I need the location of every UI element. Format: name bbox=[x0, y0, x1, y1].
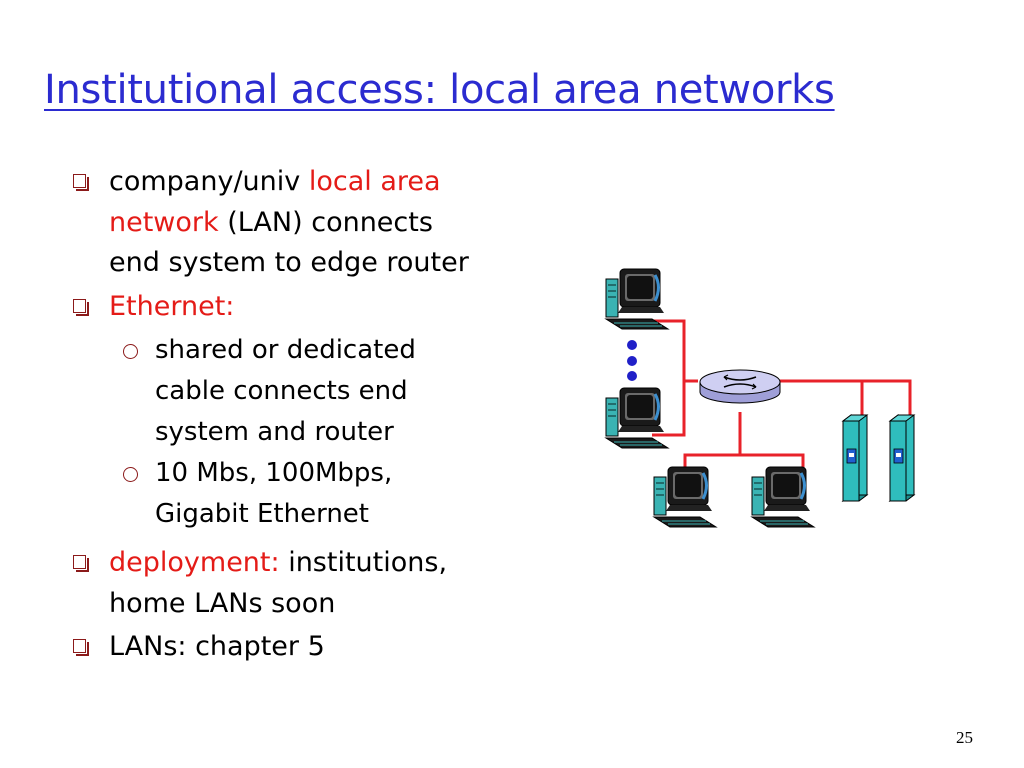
circle-bullet-icon bbox=[123, 467, 138, 482]
page-number: 25 bbox=[956, 728, 973, 747]
subbullet-speeds-line1: 10 Mbs, 100Mbps, bbox=[155, 458, 393, 488]
square-bullet-icon bbox=[73, 555, 89, 572]
bullet-lan-line1a: company/univ bbox=[109, 166, 309, 197]
subbullet-speeds-line2: Gigabit Ethernet bbox=[155, 499, 369, 529]
lan-diagram bbox=[604, 267, 915, 529]
bullet-deployment: deployment: institutions, home LANs soon bbox=[72, 543, 552, 624]
bullet-lan-term-a: local area bbox=[308, 166, 441, 197]
bullet-lan-line3: end system to edge router bbox=[109, 247, 469, 278]
bullet-lan-term-b: network bbox=[109, 206, 219, 238]
ellipsis-dots bbox=[627, 340, 637, 381]
subbullet-cable-line3: system and router bbox=[155, 417, 394, 447]
router-icon bbox=[699, 369, 781, 404]
slide-title: Institutional access: local area network… bbox=[44, 67, 835, 113]
bullet-list: company/univ local area network (LAN) co… bbox=[72, 162, 552, 668]
subbullet-cable-line2: cable connects end bbox=[155, 376, 408, 406]
circle-bullet-icon bbox=[123, 344, 138, 359]
bullet-lan: company/univ local area network (LAN) co… bbox=[72, 162, 552, 284]
bullet-deployment-label: deployment: bbox=[109, 547, 280, 578]
bullet-deployment-line2: home LANs soon bbox=[109, 587, 336, 619]
subbullet-cable: shared or dedicated cable connects end s… bbox=[72, 330, 552, 453]
cable-lines bbox=[652, 319, 912, 477]
bullet-deployment-line1: institutions, bbox=[279, 547, 448, 578]
workstation-icon bbox=[750, 465, 816, 529]
workstation-icon bbox=[604, 386, 670, 450]
square-bullet-icon bbox=[73, 174, 89, 191]
square-bullet-icon bbox=[73, 298, 89, 316]
square-bullet-icon bbox=[73, 639, 89, 656]
bullet-ethernet: Ethernet: bbox=[72, 287, 552, 328]
server-icon bbox=[842, 414, 868, 502]
server-icon bbox=[889, 414, 915, 502]
workstation-icon bbox=[652, 465, 718, 529]
bullet-lan-line2: (LAN) connects bbox=[218, 206, 433, 238]
bullet-lans-chapter-text: LANs: chapter 5 bbox=[109, 631, 325, 662]
bullet-lans-chapter: LANs: chapter 5 bbox=[72, 627, 552, 668]
subbullet-speeds: 10 Mbs, 100Mbps, Gigabit Ethernet bbox=[72, 453, 552, 535]
subbullet-cable-line1: shared or dedicated bbox=[155, 335, 416, 365]
bullet-ethernet-label: Ethernet: bbox=[109, 290, 235, 322]
